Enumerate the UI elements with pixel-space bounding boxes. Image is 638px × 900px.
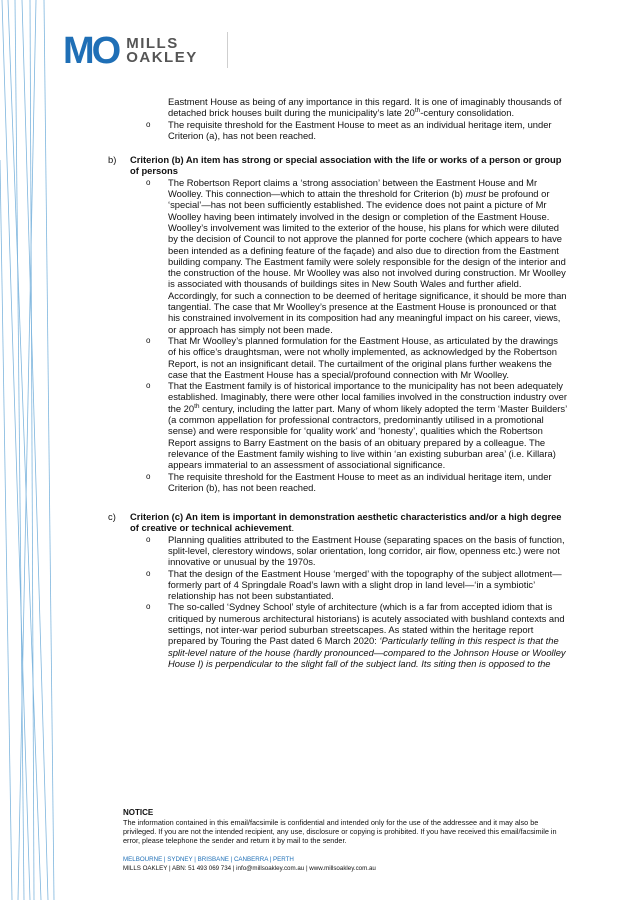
footer-details: MILLS OAKLEY | ABN: 51 493 069 734 | inf… <box>123 865 376 872</box>
section-letter: c) <box>108 511 116 523</box>
bullet-marker: o <box>146 471 151 481</box>
mills-oakley-logo: MO MILLS OAKLEY <box>63 32 198 70</box>
bullet-c3: o The so-called ‘Sydney School’ style of… <box>146 601 566 669</box>
bullet-c2: o That the design of the Eastment House … <box>146 567 562 602</box>
logo-word-mills: MILLS <box>126 35 179 52</box>
bullet-marker: o <box>146 335 151 345</box>
bullet-marker: o <box>146 177 151 187</box>
bullet-marker: o <box>146 381 151 391</box>
logo-wordmark: MILLS OAKLEY <box>126 35 198 66</box>
document-body: Eastment House as being of any importanc… <box>108 96 568 669</box>
intro-paragraph: Eastment House as being of any importanc… <box>168 96 562 119</box>
bullet-marker: o <box>146 119 151 129</box>
confidentiality-notice: NOTICE The information contained in this… <box>123 808 561 845</box>
section-c-heading: c) Criterion (c) An item is important in… <box>108 511 562 534</box>
bullet-c1: o Planning qualities attributed to the E… <box>146 533 565 568</box>
bullet-b2: o That Mr Woolley’s planned formulation … <box>146 334 558 380</box>
bullet-b1: o The Robertson Report claims a ‘strong … <box>146 176 567 335</box>
section-letter: b) <box>108 154 117 166</box>
bullet-a-threshold: o The requisite threshold for the Eastme… <box>146 118 552 141</box>
notice-title: NOTICE <box>123 808 154 817</box>
bullet-b3: o That the Eastment family is of histori… <box>146 380 567 471</box>
logo-word-oakley: OAKLEY <box>126 49 198 66</box>
footer-cities: MELBOURNE | SYDNEY | BRISBANE | CANBERRA… <box>123 856 294 863</box>
bullet-marker: o <box>146 534 151 544</box>
logo-divider <box>227 32 228 68</box>
bullet-marker: o <box>146 602 151 612</box>
notice-text: The information contained in this email/… <box>123 818 557 846</box>
bullet-marker: o <box>146 568 151 578</box>
bullet-b4: o The requisite threshold for the Eastme… <box>146 470 552 493</box>
page-footer: MELBOURNE | SYDNEY | BRISBANE | CANBERRA… <box>123 855 376 873</box>
logo-mark: MO <box>63 30 121 72</box>
section-b-heading: b) Criterion (b) An item has strong or s… <box>108 154 562 177</box>
